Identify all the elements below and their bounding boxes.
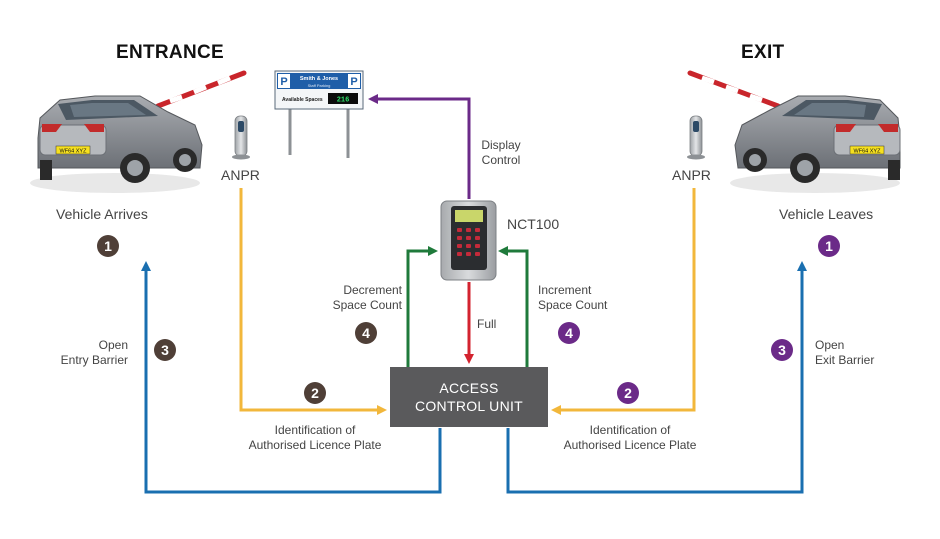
open-exit-label: Open Exit Barrier: [815, 338, 905, 368]
anpr-camera-left: [232, 115, 250, 160]
connector-display-control: [368, 94, 471, 199]
sign-p-left: P: [280, 76, 287, 88]
sign-title: Smith & Jones: [300, 76, 338, 82]
identification-left-label: Identification of Authorised Licence Pla…: [240, 423, 390, 453]
access-control-unit: ACCESS CONTROL UNIT: [390, 367, 548, 427]
sign-count: 216: [337, 97, 350, 105]
display-control-line-1: Display: [481, 138, 521, 152]
step-badge-entry-2: 2: [304, 382, 326, 404]
exit-heading: EXIT: [741, 42, 785, 63]
connector-open-entry-barrier: [141, 261, 442, 494]
step-badge-exit-4: 4: [558, 322, 580, 344]
parking-sign: P P Smith & Jones Staff Parking Availabl…: [274, 70, 364, 158]
increment-line-2: Space Count: [538, 298, 608, 312]
exit-car: WF64 XYZ: [687, 70, 901, 193]
identification-left-line-2: Authorised Licence Plate: [248, 438, 382, 452]
connector-anpr-entry: [239, 188, 387, 415]
display-control-line-2: Control: [481, 153, 521, 167]
step-badge-exit-2: 2: [617, 382, 639, 404]
connector-open-exit-barrier: [506, 261, 807, 494]
open-entry-label: Open Entry Barrier: [40, 338, 128, 368]
step-badge-entry-4: 4: [355, 322, 377, 344]
entrance-heading: ENTRANCE: [116, 42, 224, 63]
open-exit-line-2: Exit Barrier: [815, 353, 875, 367]
step-badge-entry-1: 1: [97, 235, 119, 257]
connector-decrement: [406, 246, 438, 367]
identification-right-label: Identification of Authorised Licence Pla…: [550, 423, 710, 453]
identification-left-line-1: Identification of: [274, 423, 356, 437]
exit-plate-text: WF64 XYZ: [854, 149, 882, 155]
sign-p-right: P: [350, 76, 357, 88]
sign-subtitle: Staff Parking: [308, 83, 331, 88]
open-exit-line-1: Open: [815, 338, 845, 352]
decrement-label: Decrement Space Count: [318, 283, 402, 313]
vehicle-arrives-label: Vehicle Arrives: [56, 206, 148, 222]
step-badge-exit-1: 1: [818, 235, 840, 257]
nct100-label: NCT100: [507, 216, 560, 232]
entrance-barrier-arm: [155, 70, 247, 109]
identification-right-line-2: Authorised Licence Plate: [563, 438, 697, 452]
vehicle-leaves-label: Vehicle Leaves: [779, 206, 874, 222]
entrance-plate-text: WF64 XYZ: [60, 149, 88, 155]
sign-available-label: Available Spaces: [282, 97, 323, 103]
anpr-label-left: ANPR: [221, 167, 260, 183]
anpr-label-right: ANPR: [672, 167, 711, 183]
acu-line-1: ACCESS: [439, 380, 499, 396]
open-entry-line-2: Entry Barrier: [60, 353, 128, 367]
entrance-car: WF64 XYZ: [30, 70, 247, 193]
decrement-line-2: Space Count: [332, 298, 402, 312]
increment-line-1: Increment: [538, 283, 592, 297]
connector-increment: [498, 246, 529, 367]
display-control-label: Display Control: [476, 138, 526, 168]
connector-anpr-exit: [551, 188, 696, 415]
increment-label: Increment Space Count: [538, 283, 628, 313]
nct100-device: [440, 200, 497, 281]
identification-right-line-1: Identification of: [589, 423, 671, 437]
full-label: Full: [477, 317, 497, 331]
step-badge-entry-3: 3: [154, 339, 176, 361]
acu-line-2: CONTROL UNIT: [414, 398, 524, 414]
open-entry-line-1: Open: [98, 338, 128, 352]
step-badge-exit-3: 3: [771, 339, 793, 361]
decrement-line-1: Decrement: [343, 283, 402, 297]
exit-barrier-arm: [687, 70, 781, 109]
anpr-camera-right: [687, 115, 705, 160]
